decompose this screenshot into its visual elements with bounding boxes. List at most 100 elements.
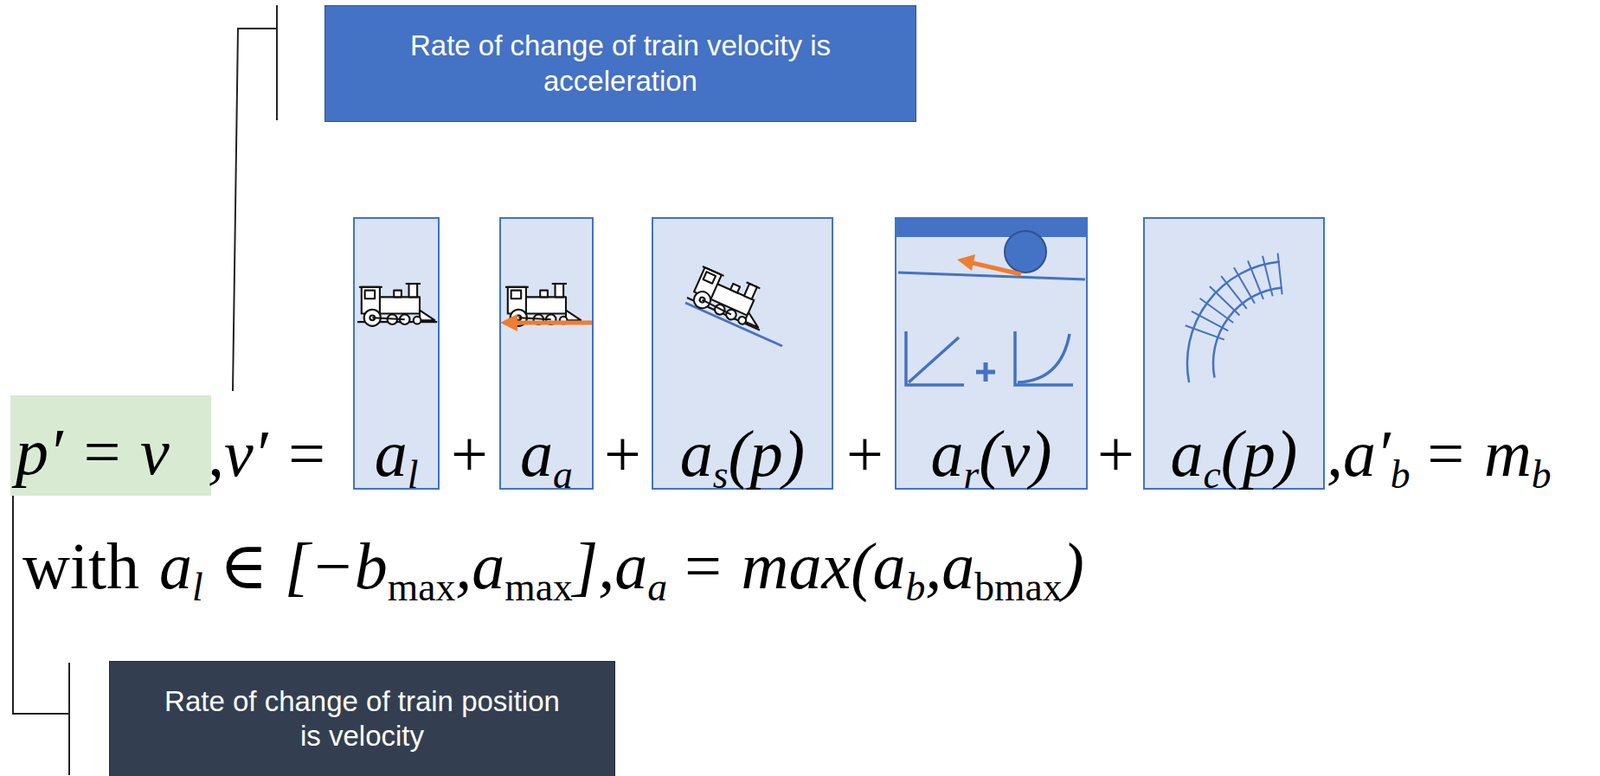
- equation-text: ∈ [−b: [219, 529, 388, 603]
- text-line: Rate of change of train velocity is acce…: [325, 28, 916, 99]
- sleeper: [1262, 256, 1273, 297]
- term-box: ac(p): [1143, 217, 1325, 490]
- sleeper: [1185, 325, 1225, 340]
- equation-part: +: [846, 420, 884, 487]
- highlight-band: p′ = v: [10, 395, 212, 496]
- bracket-line: [276, 5, 278, 121]
- sleeper: [1191, 311, 1228, 332]
- callout-box: Rate of change of train velocity is acce…: [324, 5, 917, 123]
- text-line: ac(p): [1170, 420, 1298, 487]
- arrow-head: [500, 314, 518, 332]
- math-term: a: [1170, 417, 1204, 490]
- math-subscript: c: [1203, 452, 1221, 497]
- arrow-shaft: [515, 321, 592, 326]
- rail: [1213, 287, 1283, 378]
- equation-text: ): [1062, 529, 1085, 603]
- train-icon: [357, 283, 437, 327]
- term-box: al: [353, 217, 440, 490]
- math-subscript: l: [192, 565, 204, 610]
- math-subscript: b: [1390, 452, 1411, 497]
- curved-track: [1185, 253, 1283, 383]
- train-icon: [685, 263, 776, 335]
- sleeper: [1247, 260, 1264, 300]
- sleeper: [1220, 276, 1247, 309]
- graph-axes: [906, 331, 964, 386]
- equation-part: +: [604, 420, 642, 487]
- equation-text: ,a: [455, 529, 505, 603]
- math-term: a: [680, 417, 714, 490]
- top-bar: [895, 218, 1087, 238]
- math-term: (p): [1220, 417, 1298, 490]
- rail: [1187, 262, 1280, 384]
- train-icon: [685, 263, 776, 335]
- bracket-line: [68, 713, 71, 776]
- term-box: as(p): [651, 217, 834, 490]
- math-term: (v): [978, 417, 1052, 490]
- sleeper: [1209, 286, 1241, 315]
- math-subscript: max: [387, 565, 457, 610]
- term-box: aa: [499, 217, 594, 490]
- arrow-head: [957, 254, 976, 271]
- callout-text: Rate of change of train velocity is acce…: [410, 29, 831, 97]
- equation-text: = max(a: [680, 529, 906, 603]
- equation-line: withal∈ [−bmax,amax],aa= max(ab,abmax): [22, 533, 1085, 599]
- math-subscript: a: [647, 565, 668, 610]
- equation-part: ,v′ =: [207, 420, 329, 487]
- train-icon: [503, 283, 584, 327]
- sleeper: [1199, 298, 1234, 323]
- math-subscript: l: [407, 452, 419, 497]
- text-line: al: [374, 420, 419, 487]
- graph-icons: [906, 331, 1074, 386]
- equation-text: ,v′ =: [207, 417, 329, 490]
- text-line: Rate of change of train position is velo…: [109, 684, 615, 755]
- leader-line: [69, 5, 277, 776]
- math-subscript: a: [552, 452, 573, 497]
- arrow-shaft: [972, 263, 1022, 275]
- math-subscript: b: [1531, 452, 1552, 497]
- equation-text: = m: [1423, 417, 1532, 490]
- callout-box: Rate of change of train position is velo…: [109, 661, 616, 776]
- leader-line: [12, 495, 70, 714]
- equation-text: +: [846, 417, 884, 490]
- graph-axes: [1015, 331, 1074, 386]
- text-line: aa: [520, 420, 573, 487]
- equation-text: ,a′: [1326, 417, 1391, 490]
- math-subscript: bmax: [974, 565, 1062, 610]
- callout-text: Rate of change of train position is velo…: [164, 685, 560, 752]
- equation-text: +: [604, 417, 642, 490]
- math-term: p′ = v: [15, 415, 170, 489]
- slope-line: [685, 302, 783, 347]
- ball: [1004, 231, 1047, 273]
- equation-text: with: [22, 529, 140, 603]
- text-line: p′ = v: [15, 418, 212, 485]
- equation-line: ,a′b= mb: [1326, 420, 1552, 487]
- sleeper: [1278, 253, 1283, 296]
- force-arrow: [500, 314, 592, 332]
- math-term: a: [930, 417, 964, 490]
- plus-sign: [983, 362, 989, 382]
- math-subscript: b: [906, 565, 926, 610]
- linear-curve: [908, 337, 959, 383]
- equation-text: ],a: [572, 529, 649, 603]
- ground-line: [898, 272, 1086, 280]
- sleeper: [1233, 267, 1255, 304]
- equation-text: +: [450, 417, 489, 490]
- equation-part: +: [450, 420, 489, 487]
- equation-text: +: [1097, 417, 1135, 490]
- math-term: (p): [728, 417, 806, 490]
- math-subscript: max: [504, 565, 573, 610]
- math-subscript: r: [963, 452, 979, 497]
- text-line: as(p): [680, 420, 805, 487]
- plus-sign: [976, 370, 996, 375]
- math-term: a: [520, 417, 553, 490]
- leader-line: [232, 28, 277, 392]
- term-box: ar(v): [894, 217, 1088, 490]
- equation-part: +: [1097, 420, 1135, 487]
- equation-text: ,a: [925, 529, 975, 603]
- math-term: a: [374, 417, 408, 490]
- math-subscript: s: [713, 452, 729, 497]
- text-line: ar(v): [930, 420, 1052, 487]
- resistance-arrow: [957, 254, 1022, 275]
